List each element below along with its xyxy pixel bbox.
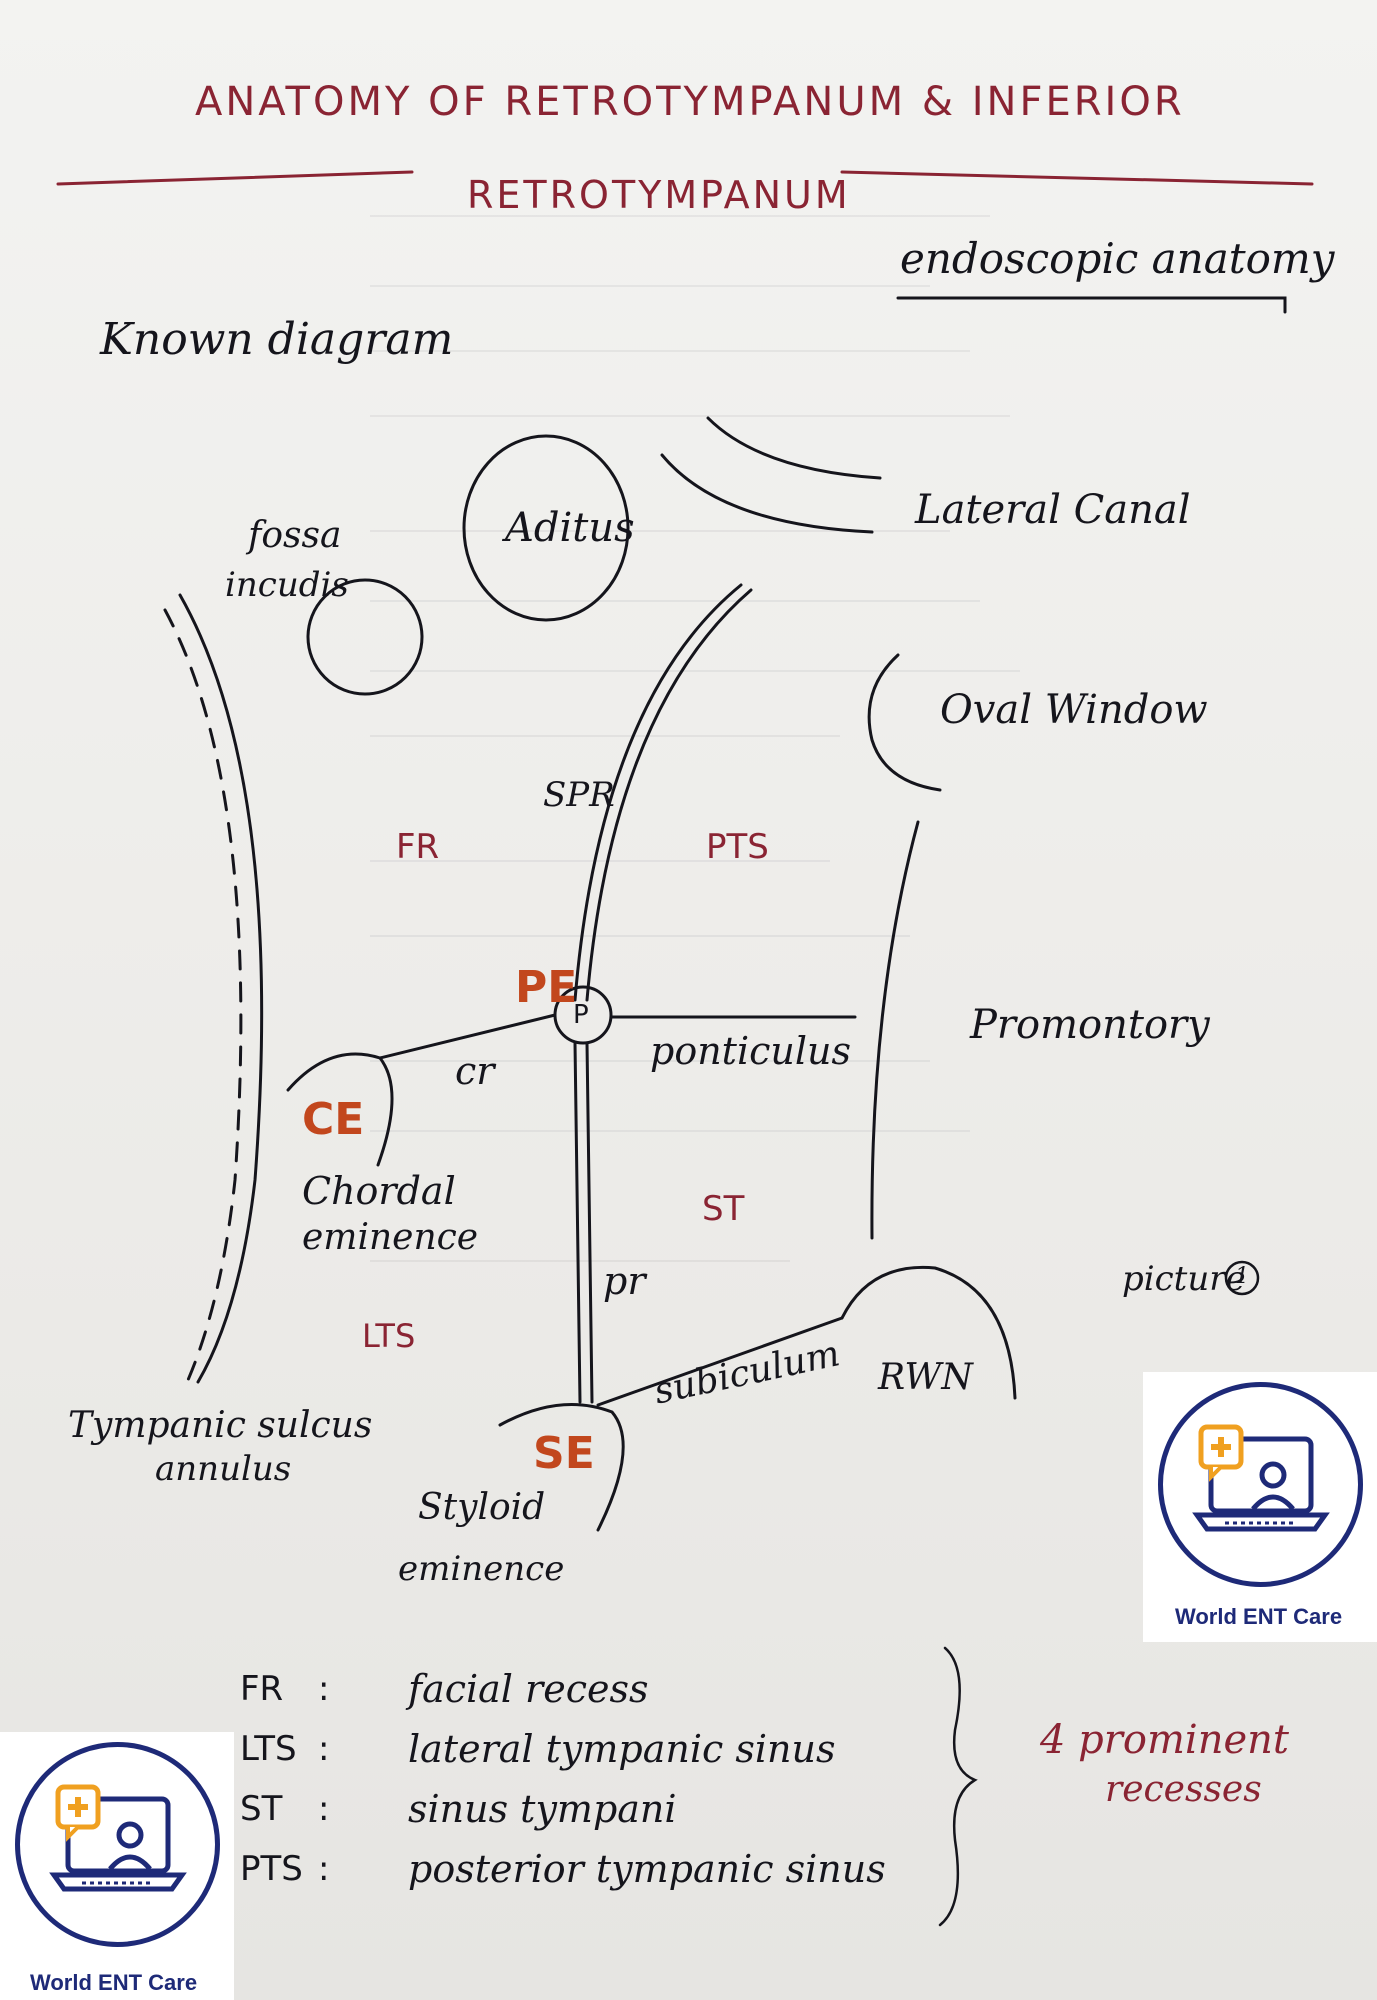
- pr-ridge-left: [573, 1041, 582, 1404]
- legend-brace: [938, 1646, 978, 1927]
- legend-abbr: LTS: [240, 1729, 297, 1769]
- label-picture-number: 1: [1235, 1264, 1249, 1289]
- label-pr: pr: [603, 1259, 646, 1303]
- label-p: P: [573, 1000, 589, 1030]
- legend-sep: :: [318, 1849, 330, 1889]
- brace-note-line1: 4 prominent: [1040, 1717, 1289, 1763]
- page-title-line2: RETROTYMPANUM: [467, 173, 851, 217]
- pr-ridge-right: [585, 1041, 594, 1404]
- label-chordal-1: Chordal: [302, 1169, 456, 1213]
- spr-ridge-right: [585, 588, 753, 1002]
- label-pe: PE: [515, 962, 578, 1013]
- picture-number-circle: [1224, 1260, 1260, 1296]
- legend-full: facial recess: [408, 1667, 649, 1711]
- lateral-canal-lower: [660, 453, 874, 534]
- legend-abbr: ST: [240, 1789, 283, 1829]
- legend-abbr: PTS: [240, 1849, 303, 1889]
- tympanic-annulus-dashed: [163, 608, 243, 1382]
- title-rule-right: [840, 170, 1314, 186]
- chordal-ridge: [378, 1013, 557, 1060]
- label-promontory: Promontory: [970, 1002, 1210, 1048]
- styloid-eminence-shape: [498, 1402, 625, 1532]
- label-lts: LTS: [362, 1317, 416, 1355]
- logo-caption: World ENT Care: [30, 1970, 198, 1995]
- label-tympanic-2: annulus: [155, 1449, 292, 1489]
- round-window-niche: [840, 1265, 1017, 1400]
- label-cr: cr: [455, 1049, 495, 1093]
- aditus-shape: [462, 434, 630, 622]
- legend-full: lateral tympanic sinus: [408, 1727, 836, 1771]
- label-styloid-2: eminence: [398, 1549, 565, 1589]
- label-ce: CE: [302, 1094, 365, 1145]
- label-fossa-incudis-2: incudis: [225, 565, 349, 605]
- tympanic-annulus-solid: [178, 593, 264, 1384]
- legend-sep: :: [318, 1789, 330, 1829]
- chordal-eminence-shape: [286, 1052, 394, 1167]
- logo-world-ent-care-left: World ENT Care: [0, 1732, 234, 2000]
- subtitle: endoscopic anatomy: [900, 234, 1335, 283]
- label-se: SE: [533, 1428, 595, 1479]
- title-rule-left: [56, 170, 414, 186]
- label-tympanic-1: Tympanic sulcus: [68, 1405, 373, 1446]
- label-st: ST: [702, 1189, 745, 1229]
- label-picture: picture: [1122, 1259, 1246, 1299]
- legend-full: posterior tympanic sinus: [408, 1847, 886, 1891]
- logo-world-ent-care-right: World ENT Care: [1143, 1372, 1377, 1642]
- label-ponticulus: ponticulus: [650, 1029, 851, 1073]
- label-fossa-incudis-1: fossa: [248, 515, 342, 556]
- lateral-canal-upper: [706, 416, 882, 480]
- subiculum-line: [596, 1316, 844, 1407]
- logo-ring: [15, 1742, 220, 1947]
- label-fr: FR: [396, 827, 440, 867]
- fossa-incudis-shape: [306, 578, 424, 696]
- oval-window-shape: [867, 653, 942, 792]
- label-oval-window: Oval Window: [940, 687, 1208, 733]
- subtitle-underline: [896, 296, 1287, 314]
- label-aditus: Aditus: [505, 505, 635, 551]
- logo-caption: World ENT Care: [1175, 1604, 1343, 1629]
- label-styloid-1: Styloid: [418, 1487, 546, 1528]
- promontory-outline: [870, 820, 920, 1240]
- legend-abbr: FR: [240, 1669, 284, 1709]
- label-pts: PTS: [706, 827, 769, 867]
- logo-ring: [1158, 1382, 1363, 1587]
- telemedicine-laptop-icon: [49, 1784, 187, 1892]
- label-lateral-canal: Lateral Canal: [915, 487, 1191, 533]
- label-spr: SPR: [543, 775, 615, 815]
- page-title-line1: ANATOMY OF RETROTYMPANUM & INFERIOR: [195, 79, 1185, 125]
- legend-full: sinus tympani: [408, 1787, 677, 1831]
- legend-sep: :: [318, 1669, 330, 1709]
- brace-note-line2: recesses: [1105, 1769, 1262, 1810]
- label-chordal-2: eminence: [302, 1217, 479, 1258]
- label-rwn: RWN: [878, 1357, 973, 1398]
- telemedicine-laptop-icon: [1192, 1424, 1330, 1532]
- spr-ridge-left: [573, 583, 743, 1002]
- legend-sep: :: [318, 1729, 330, 1769]
- known-diagram-label: Known diagram: [100, 314, 454, 365]
